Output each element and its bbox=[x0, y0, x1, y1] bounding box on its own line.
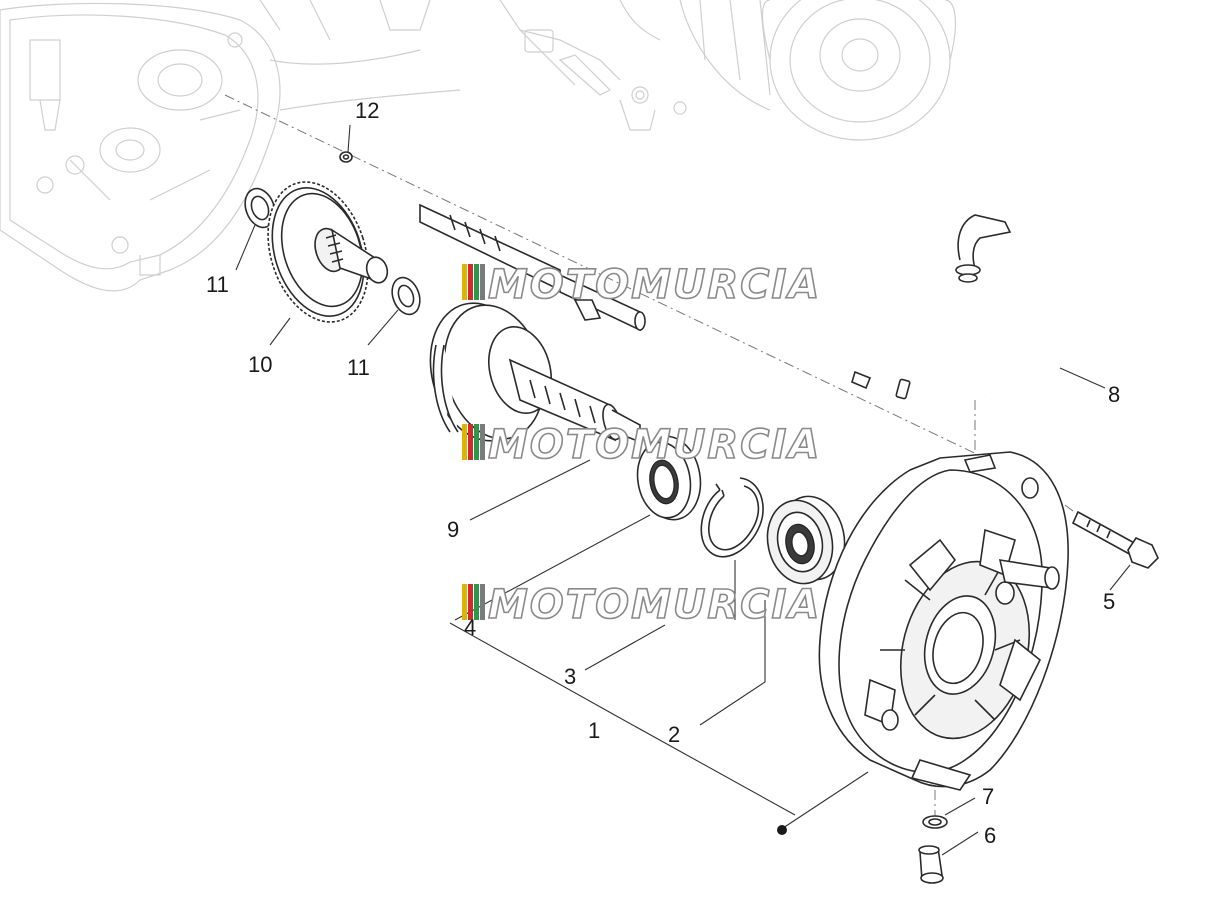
callout-1: 1 bbox=[588, 718, 600, 743]
part-3-circlip bbox=[700, 477, 764, 558]
part-6-screw bbox=[918, 845, 944, 884]
part-5-bolt bbox=[1071, 510, 1159, 569]
callout-5: 5 bbox=[1103, 589, 1115, 614]
callout-6: 6 bbox=[984, 823, 996, 848]
watermark-stripe-4 bbox=[480, 264, 485, 300]
part-7-washer bbox=[922, 815, 948, 829]
watermark-top: MOTOMURCIA bbox=[462, 261, 821, 309]
watermark-text: MOTOMURCIA bbox=[488, 262, 821, 308]
ghost-engine-case bbox=[0, 0, 956, 292]
part-10-gear bbox=[267, 181, 389, 323]
watermark-stripe-3 bbox=[474, 584, 479, 620]
watermark-stripe-3 bbox=[474, 424, 479, 460]
part-11-washer-right bbox=[391, 276, 421, 316]
callout-8: 8 bbox=[1108, 382, 1120, 407]
callout-11-right: 11 bbox=[347, 355, 370, 380]
callout-4: 4 bbox=[464, 615, 476, 640]
part-4-oil-seal bbox=[636, 435, 702, 521]
part-11-washer-left bbox=[244, 187, 276, 229]
watermark-text: MOTOMURCIA bbox=[488, 582, 821, 628]
part-1-cover-assembly bbox=[818, 451, 1069, 791]
watermark-stripe-1 bbox=[462, 424, 467, 460]
assembly-dot-marker bbox=[777, 825, 787, 835]
callout-labels: 12 11 10 11 9 8 5 4 3 1 2 7 6 bbox=[206, 98, 1120, 848]
watermark-stripe-4 bbox=[480, 584, 485, 620]
watermark-bottom: MOTOMURCIA bbox=[462, 581, 821, 629]
drive-shaft bbox=[419, 203, 646, 332]
watermark-stripe-3 bbox=[474, 264, 479, 300]
callout-7: 7 bbox=[982, 784, 994, 809]
callout-11-left: 11 bbox=[206, 272, 229, 297]
watermark-stripe-1 bbox=[462, 584, 467, 620]
watermark-middle: MOTOMURCIA bbox=[462, 421, 821, 469]
part-8-breather-hose bbox=[851, 214, 1082, 400]
callout-leader-lines bbox=[235, 124, 1131, 856]
watermark-stripe-2 bbox=[468, 584, 473, 620]
part-2-bearing bbox=[766, 495, 846, 585]
callout-2: 2 bbox=[668, 722, 680, 747]
part-9-pulley-shaft bbox=[429, 302, 641, 444]
watermark-stripe-1 bbox=[462, 264, 467, 300]
watermark-stripe-4 bbox=[480, 424, 485, 460]
part-12-clip bbox=[339, 151, 353, 163]
callout-10: 10 bbox=[248, 352, 272, 377]
watermark-stripe-2 bbox=[468, 424, 473, 460]
watermark-stripe-2 bbox=[468, 264, 473, 300]
watermark-text: MOTOMURCIA bbox=[488, 422, 821, 468]
callout-12: 12 bbox=[355, 98, 379, 123]
callout-9: 9 bbox=[447, 517, 459, 542]
callout-3: 3 bbox=[564, 664, 576, 689]
